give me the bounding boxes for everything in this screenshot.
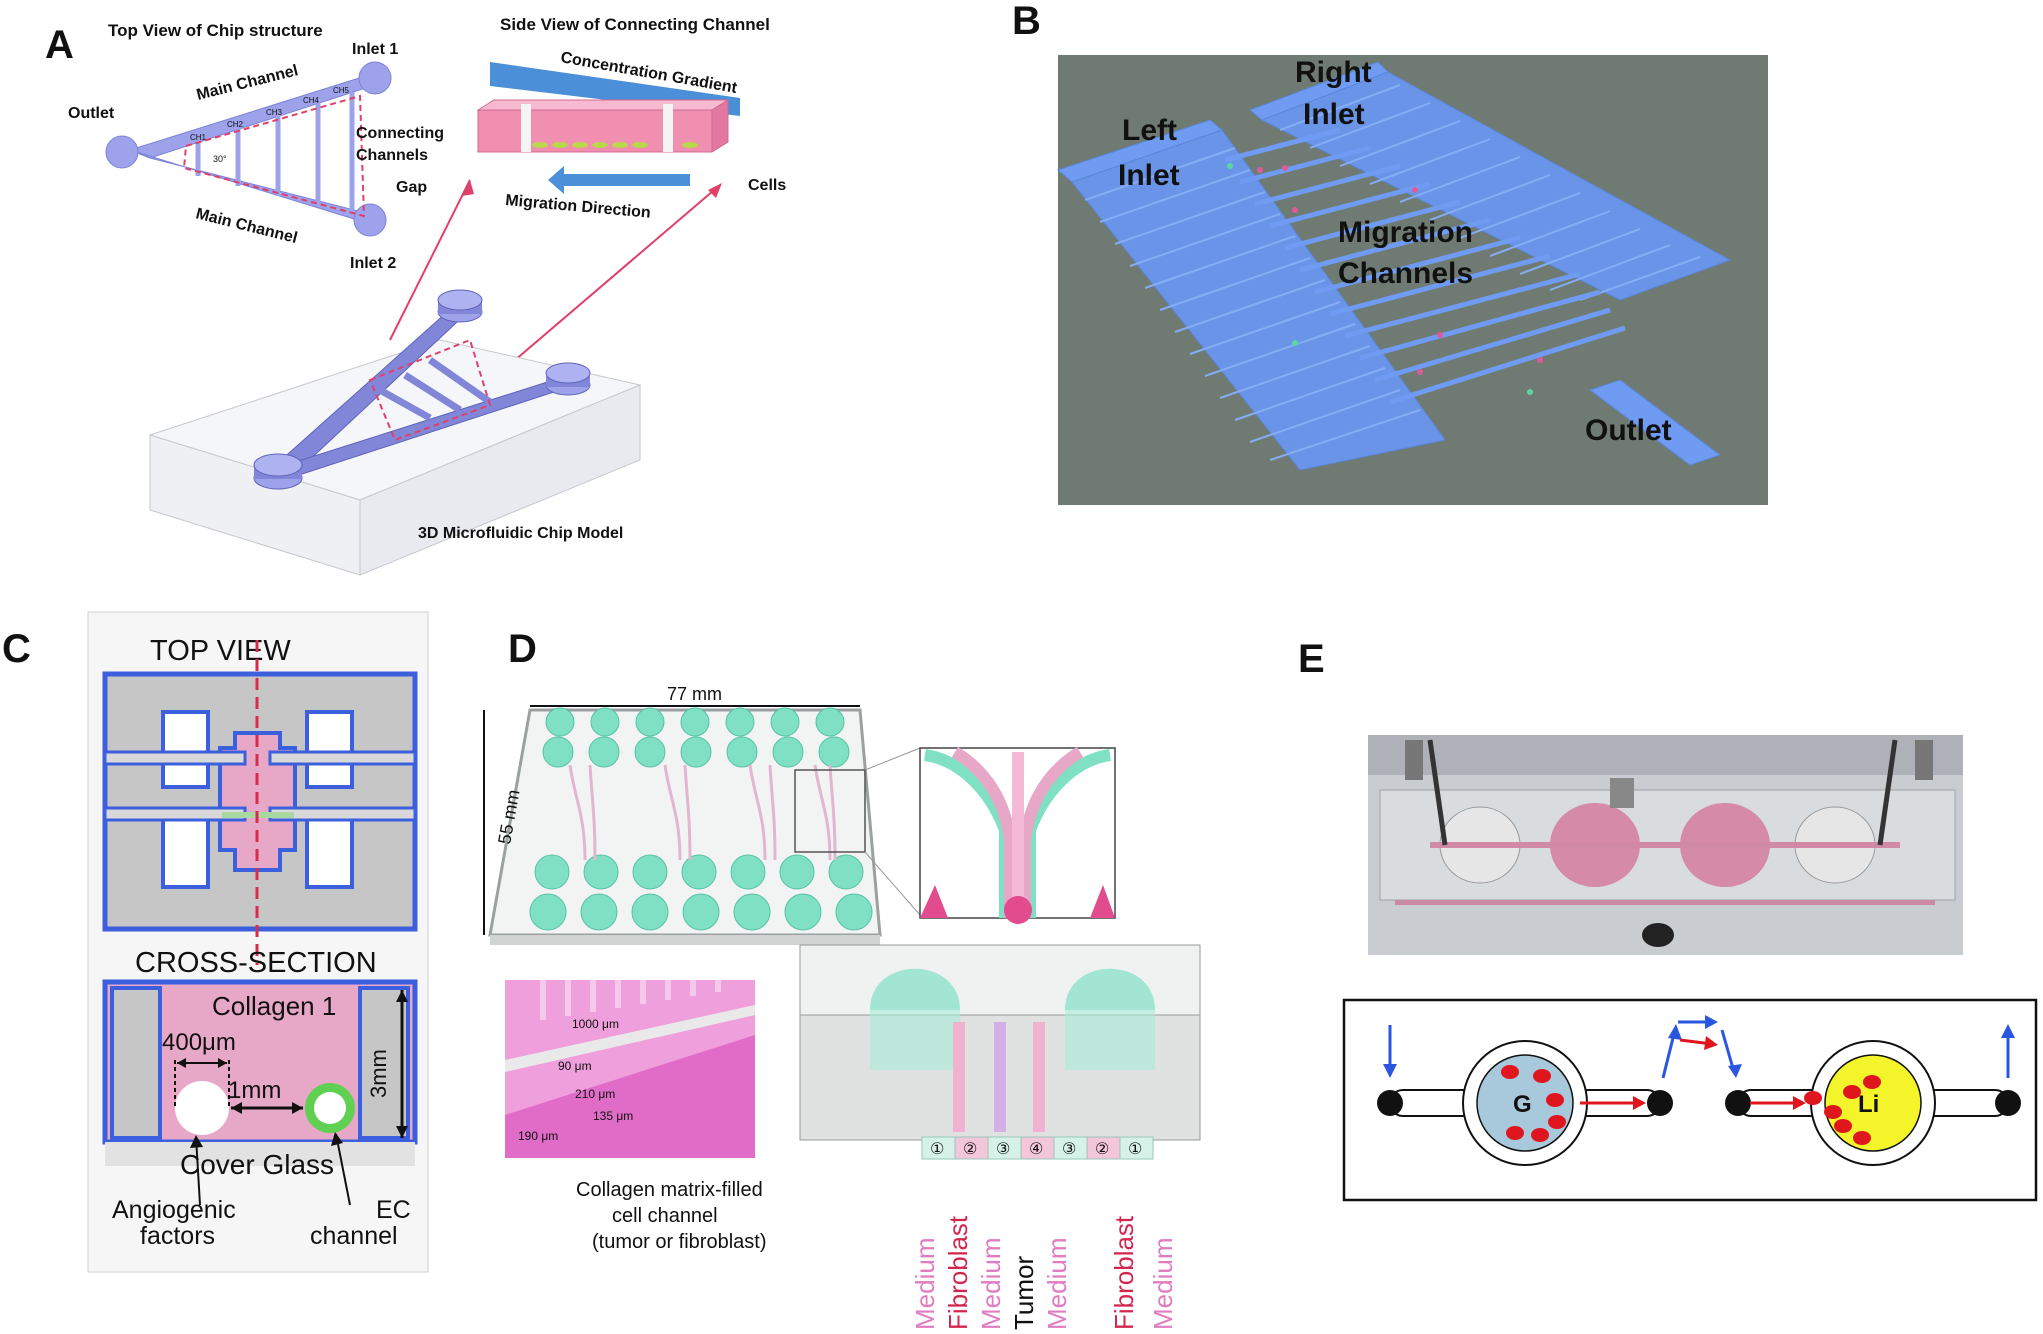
panel-c: C TOP VIEW CROSS-SECTION bbox=[2, 611, 429, 1273]
channel-label-medium: Medium bbox=[1042, 1238, 1072, 1330]
collagen-caption: cell channel bbox=[612, 1205, 718, 1227]
angiogenic-label: Angiogenic bbox=[112, 1196, 236, 1224]
top-view-schematic bbox=[102, 640, 418, 965]
ch-label: CH1 bbox=[190, 133, 207, 142]
channel-number: ① bbox=[1128, 1141, 1142, 1158]
migration-direction: Migration Direction bbox=[505, 192, 652, 222]
dim-label: 90 μm bbox=[558, 1059, 592, 1073]
migration-channels-label: Channels bbox=[1338, 257, 1473, 290]
main-channel-top: Main Channel bbox=[195, 62, 300, 104]
collagen-detail bbox=[505, 980, 755, 1158]
ch-label: CH5 bbox=[333, 86, 350, 95]
channel-label-fibroblast: Fibroblast bbox=[1109, 1215, 1139, 1330]
channel-number: ② bbox=[1095, 1141, 1109, 1158]
channel-label-tumor: Tumor bbox=[1009, 1256, 1039, 1330]
top-view-label: TOP VIEW bbox=[150, 635, 291, 667]
panel-e: E bbox=[1298, 637, 2038, 1202]
panel-e-letter: E bbox=[1298, 637, 1325, 681]
channel-label-medium: Medium bbox=[976, 1238, 1006, 1330]
panel-d-letter: D bbox=[508, 627, 537, 671]
width-dim: 77 mm bbox=[667, 684, 722, 704]
chamber-g-label: G bbox=[1513, 1091, 1532, 1118]
cross-section-label: CROSS-SECTION bbox=[135, 947, 377, 979]
left-inlet-label: Inlet bbox=[1118, 159, 1180, 192]
side-view-title: Side View of Connecting Channel bbox=[500, 15, 770, 34]
cells-label: Cells bbox=[748, 177, 786, 194]
panel-d: D 77 mm 55 mm bbox=[483, 627, 1201, 1330]
right-inlet-label: Inlet bbox=[1303, 98, 1365, 131]
left-inlet-label: Left bbox=[1122, 114, 1177, 147]
channel-number: ③ bbox=[996, 1141, 1010, 1158]
top-view-chip: CH1 CH2 CH3 CH4 CH5 30° bbox=[105, 61, 392, 237]
top-view-title: Top View of Chip structure bbox=[108, 21, 323, 40]
dim-label: 135 μm bbox=[593, 1109, 633, 1123]
inlet2-label: Inlet 2 bbox=[350, 255, 396, 272]
channel-label-medium: Medium bbox=[1148, 1238, 1178, 1330]
panel-a: A Top View of Chip structure Side View o… bbox=[45, 15, 786, 576]
panel-b-letter: B bbox=[1012, 0, 1041, 43]
channel-number: ① bbox=[930, 1141, 944, 1158]
chamber-li-label: Li bbox=[1858, 1091, 1879, 1118]
ec-label: channel bbox=[310, 1222, 398, 1250]
connecting-label: Connecting bbox=[356, 125, 444, 142]
connecting-label: Channels bbox=[356, 147, 428, 164]
unit-zoom bbox=[919, 746, 1116, 924]
channel-number: ④ bbox=[1029, 1141, 1043, 1158]
panel-a-letter: A bbox=[45, 23, 74, 67]
ch-label: CH2 bbox=[227, 120, 244, 129]
ch-label: CH4 bbox=[303, 96, 320, 105]
side-view-channel bbox=[476, 62, 740, 194]
gap-label: Gap bbox=[396, 179, 427, 196]
channel-number: ② bbox=[963, 1141, 977, 1158]
collagen-label: Collagen 1 bbox=[212, 991, 336, 1021]
device-photo bbox=[1368, 735, 1963, 955]
cover-glass-label: Cover Glass bbox=[180, 1149, 334, 1180]
angle-label: 30° bbox=[213, 154, 227, 164]
model-caption: 3D Microfluidic Chip Model bbox=[418, 525, 623, 542]
channel-label-medium: Medium bbox=[910, 1238, 940, 1330]
right-inlet-label: Right bbox=[1295, 56, 1372, 89]
cross-section-schematic bbox=[102, 979, 418, 1206]
outlet-label: Outlet bbox=[68, 105, 115, 122]
ec-label: EC bbox=[376, 1196, 411, 1224]
dim-400-label: 400μm bbox=[162, 1029, 236, 1056]
microfluidic-render bbox=[1057, 61, 1732, 471]
migration-channels-label: Migration bbox=[1338, 216, 1473, 249]
angiogenic-label: factors bbox=[140, 1222, 215, 1250]
collagen-caption: Collagen matrix-filled bbox=[576, 1179, 763, 1201]
dim-3mm-label: 3mm bbox=[366, 1049, 391, 1098]
dim-1mm-label: 1mm bbox=[228, 1077, 281, 1104]
chambers-schematic bbox=[1342, 998, 2038, 1202]
dim-label: 210 μm bbox=[575, 1087, 615, 1101]
outlet-label: Outlet bbox=[1585, 414, 1672, 447]
dim-label: 1000 μm bbox=[572, 1017, 619, 1031]
channel-number: ③ bbox=[1062, 1141, 1076, 1158]
main-channel-bottom: Main Channel bbox=[194, 205, 299, 247]
cells bbox=[532, 142, 698, 148]
dim-label: 190 μm bbox=[518, 1129, 558, 1143]
panel-c-letter: C bbox=[2, 627, 31, 671]
channel-cross-section bbox=[799, 944, 1201, 1160]
ch-label: CH3 bbox=[266, 108, 283, 117]
channel-label-fibroblast: Fibroblast bbox=[943, 1215, 973, 1330]
chip-model-3d bbox=[148, 289, 642, 576]
plate-overview bbox=[483, 705, 921, 945]
panel-b: B bbox=[1012, 0, 1768, 505]
collagen-caption: (tumor or fibroblast) bbox=[592, 1231, 767, 1253]
inlet1-label: Inlet 1 bbox=[352, 41, 398, 58]
